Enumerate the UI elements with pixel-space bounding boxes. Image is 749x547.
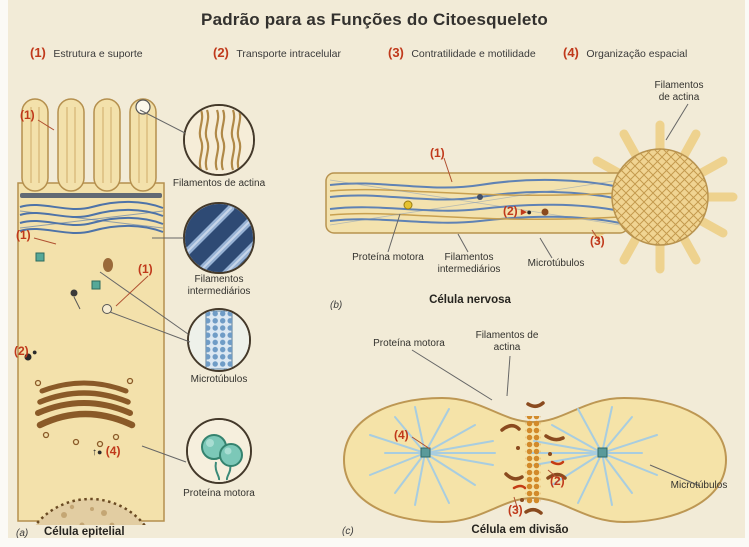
legend-item-2: (2) Transporte intracelular — [213, 44, 341, 62]
marker-c-4: (4) — [394, 428, 409, 442]
marker-a-4: ↑● (4) — [92, 444, 120, 458]
marker-a-1-right: (1) — [138, 262, 153, 276]
microvilli — [21, 98, 157, 192]
axon-cargo-vesicles — [403, 194, 549, 216]
callout-circle — [135, 99, 151, 115]
marker-b-2: (2) ▸● — [503, 204, 532, 218]
marker-a-4-num: (4) — [105, 444, 121, 458]
dividing-cell-illustration — [342, 396, 728, 524]
inset-label-motor-protein: Proteína motora — [183, 488, 255, 499]
panel-a-caption: Célula epitelial — [44, 526, 125, 538]
growth-cone — [611, 148, 709, 246]
legend-number-2: (2) — [213, 45, 229, 60]
actin-filaments-drawing — [185, 106, 253, 174]
marker-b-2-num: (2) — [503, 204, 518, 218]
marker-c-3: (3) — [508, 503, 523, 517]
motor-protein-hooks — [512, 460, 565, 490]
marker-b-3: (3) — [590, 234, 605, 248]
panel-b-letter: (b) — [330, 300, 343, 311]
legend-label-1: Estrutura e suporte — [53, 48, 143, 60]
inset-motor-protein — [186, 418, 252, 484]
legend-item-3: (3) Contratilidade e motilidade — [388, 44, 536, 62]
terminal-web-band — [20, 193, 162, 198]
inset-actin-filaments — [183, 104, 255, 176]
inset-label-microtubules: Microtúbulos — [190, 374, 248, 385]
marker-c-2: (2) — [550, 474, 565, 488]
label-b-intermediate-filaments: Filamentos intermediários — [437, 252, 501, 275]
legend-number-3: (3) — [388, 45, 404, 60]
panel-b-caption: Célula nervosa — [429, 294, 511, 306]
intermediate-filaments-drawing — [185, 204, 253, 272]
golgi-apparatus — [35, 380, 136, 429]
panel-c-letter: (c) — [342, 526, 354, 537]
legend-label-2: Transporte intracelular — [236, 48, 342, 60]
contractile-actin-ring — [525, 416, 541, 504]
inset-label-intermediate: Filamentos intermediários — [187, 274, 251, 297]
nucleus — [33, 497, 147, 525]
label-c-motor-protein: Proteína motora — [373, 338, 445, 349]
label-b-microtubules: Microtúbulos — [527, 258, 585, 269]
motor-protein-drawing — [188, 420, 250, 482]
epithelial-cell-illustration — [17, 98, 165, 525]
axon-cytoskeleton-filaments — [329, 178, 621, 226]
vesicle-dot-glyph: ● — [32, 347, 38, 357]
legend-number-4: (4) — [563, 45, 579, 60]
marker-b-1: (1) — [430, 146, 445, 160]
figure-title: Padrão para as Funções do Citoesqueleto — [201, 10, 548, 29]
cytoplasm-organelles — [24, 252, 113, 361]
centrosome-left — [420, 447, 431, 458]
centrosome-right — [597, 447, 608, 458]
chromosomes — [500, 401, 567, 515]
marker-a-2-num: (2) — [14, 344, 29, 358]
panel-c-caption: Célula em divisão — [471, 524, 569, 536]
label-b-actin-filaments: Filamentos de actina — [654, 80, 704, 103]
golgi-vesicles — [34, 377, 134, 448]
legend-item-1: (1) Estrutura e suporte — [30, 44, 143, 62]
marker-a-2: (2) ● — [14, 344, 37, 358]
vesicle-dot-glyph: ● — [97, 447, 103, 457]
label-c-microtubules: Microtúbulos — [670, 480, 728, 491]
cargo-dot-glyph: ● — [526, 207, 532, 217]
chromosome-dots — [516, 446, 552, 502]
legend-number-1: (1) — [30, 45, 46, 60]
inset-intermediate-filaments — [183, 202, 255, 274]
label-b-motor-protein: Proteína motora — [352, 252, 424, 263]
cell-body — [17, 182, 165, 522]
marker-a-1-junction: (1) — [16, 228, 31, 242]
panel-a-letter: (a) — [16, 528, 29, 539]
label-c-actin-filaments: Filamentos de actina — [475, 330, 539, 353]
legend-label-3: Contratilidade e motilidade — [411, 48, 536, 60]
inset-label-actin: Filamentos de actina — [172, 178, 266, 189]
microtubule-drawing — [189, 310, 249, 370]
marker-a-1-top: (1) — [20, 108, 35, 122]
nerve-cell-illustration — [325, 120, 738, 274]
legend-item-4: (4) Organização espacial — [563, 44, 687, 62]
transport-arrow-glyph: ▸ — [521, 206, 527, 218]
intermediate-filament-band — [19, 200, 164, 235]
legend-label-4: Organização espacial — [586, 48, 688, 60]
inset-microtubules — [187, 308, 251, 372]
up-arrow-glyph: ↑ — [92, 447, 97, 458]
